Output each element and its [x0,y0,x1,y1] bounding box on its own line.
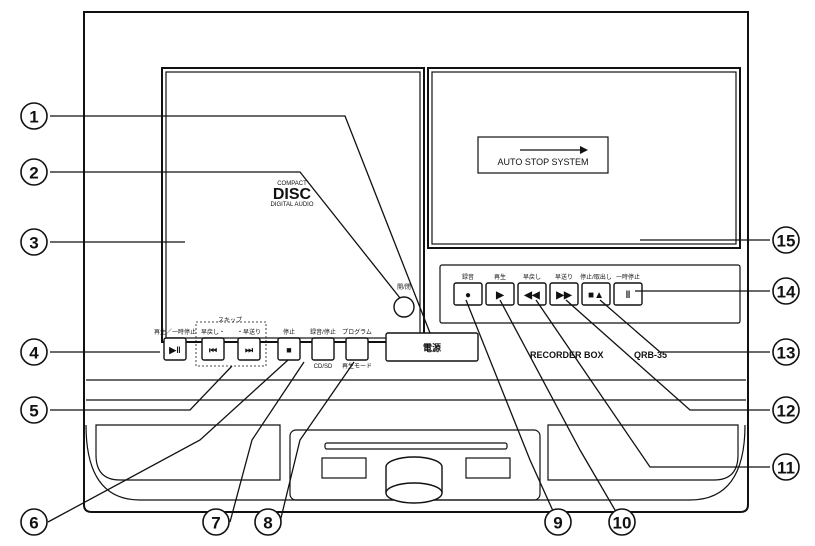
cd-logo-text: DISC [273,186,312,203]
cassette-stop-eject-button[interactable] [581,282,611,306]
cassette-rec-label: 録音 [462,273,474,281]
callout-12-circle [772,396,800,424]
callout-14: 14 [777,283,796,302]
cd-program-button[interactable] [345,337,369,361]
cd-play-pause-icon: ▶‖ [168,345,180,355]
callout-1-circle [20,102,48,130]
cd-buttons: 再生／一時停止 ▶‖ 早戻し・ ⏮ ・早送り ⏭ 停止 ■ 録音/停止 CD/SD プログラム再生モ… [154,328,372,370]
callout-8: 8 [263,514,272,533]
cassette-control-strip [439,264,741,324]
slot [324,442,508,450]
cassette-pause-button[interactable] [613,282,643,306]
cd-ab-label: 録音/停止 [310,328,336,336]
callout-7-circle [202,508,230,536]
cd-prev-icon: ⏮ [209,345,217,355]
callout-5: 5 [29,402,38,421]
dial[interactable] [385,456,443,504]
skip-group-label: スキップ [218,317,242,324]
cd-program-sublabel: 再生モード [342,362,372,370]
callout-5-circle [20,396,48,424]
auto-stop-arrow-head [580,146,588,154]
cassette-stop-eject-icon: ■▲ [588,290,604,301]
callout-15: 15 [777,232,796,251]
cd-next-label: ・早送り [237,328,261,336]
cd-stop-button[interactable] [277,337,301,361]
callout-13: 13 [777,344,796,363]
callout-13-circle [772,338,800,366]
cassette-rew-label: 早戻し [523,273,541,281]
cd-open-label: 開/閉 [397,284,411,291]
cd-next-icon: ⏭ [245,345,254,355]
callout-9: 9 [553,514,562,533]
cassette-buttons: 録音 ● 再生 ▶ 早戻し ◀◀ 早送り ▶▶ 停止/取出し ■▲ 一時停止 ‖ [453,273,643,306]
leader-lines [47,115,770,523]
left-switch[interactable] [321,457,367,479]
cd-logo-bottom: DIGITAL AUDIO [270,202,313,208]
callout-1: 1 [29,108,38,127]
callout-10: 10 [613,514,632,533]
cd-play-pause-label: 再生／一時停止 [154,328,196,336]
cd-prev-label: 早戻し・ [201,328,225,336]
cassette-rew-icon: ◀◀ [523,290,540,301]
callout-3: 3 [29,234,38,253]
left-foot [95,424,281,481]
skip-group-box [195,321,267,367]
callout-3-circle [20,228,48,256]
callout-6: 6 [29,514,38,533]
cd-play-pause-button[interactable] [163,337,187,361]
right-foot [547,424,739,481]
callout-8-circle [254,508,282,536]
right-switch[interactable] [465,457,511,479]
cd-ab-button[interactable] [311,337,335,361]
callout-4-circle [20,338,48,366]
cassette-ff-label: 早送り [555,273,573,281]
cd-logo-top: COMPACT [277,181,307,187]
cassette-pause-icon: ‖ [626,290,631,301]
cd-next-button[interactable] [237,337,261,361]
auto-stop-text: AUTO STOP SYSTEM [497,157,588,167]
cassette-ff-button[interactable] [549,282,579,306]
cd-prev-button[interactable] [201,337,225,361]
callout-15-circle [772,226,800,254]
callout-4: 4 [29,344,39,363]
power-label: 電源 [423,342,441,353]
cassette-play-label: 再生 [494,273,506,281]
cassette-stop-eject-label: 停止/取出し [580,273,612,281]
cassette-pause-label: 一時停止 [616,273,640,281]
callout-2-circle [20,158,48,186]
callout-10-circle [608,508,636,536]
cd-open-button[interactable] [393,296,415,318]
callout-11-circle [772,453,800,481]
cassette-door-inner [431,71,737,245]
callout-12: 12 [777,402,796,421]
cassette-window [477,136,609,174]
callout-11: 11 [777,459,795,478]
model-label: QRB-35 [634,350,667,360]
brand-label: RECORDER BOX [530,350,604,360]
callout-14-circle [772,277,800,305]
cd-program-label: プログラム [342,328,372,336]
callout-6-circle [20,508,48,536]
cassette-door[interactable] [427,67,741,249]
power-button[interactable] [385,332,479,362]
cassette-rew-button[interactable] [517,282,547,306]
callout-7: 7 [211,514,220,533]
cd-ab-sublabel: CD/SD [314,364,333,370]
cassette-play-icon: ▶ [495,290,505,301]
cassette-ff-icon: ▶▶ [555,290,573,301]
callout-9-circle [544,508,572,536]
cassette-rec-icon: ● [465,290,471,301]
cd-stop-label: 停止 [283,328,295,336]
cassette-play-button[interactable] [485,282,515,306]
cd-logo: COMPACT DISC DIGITAL AUDIO [270,181,313,208]
callout-2: 2 [29,164,38,183]
cd-stop-icon: ■ [286,345,291,355]
